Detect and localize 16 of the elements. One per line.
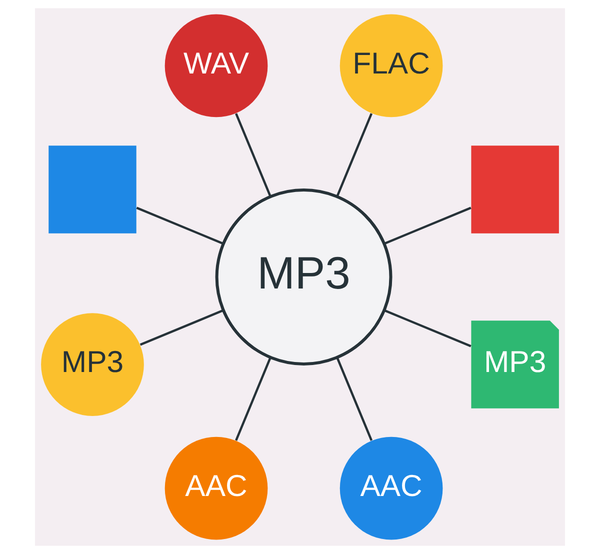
node-box <box>48 146 136 234</box>
node-circle: FLAC <box>340 14 443 118</box>
node-circle: MP3 <box>41 313 144 416</box>
node-box <box>471 146 559 234</box>
connector <box>235 357 272 441</box>
connector <box>136 206 224 245</box>
connector <box>235 113 272 197</box>
connector <box>384 206 472 245</box>
connector <box>336 113 373 197</box>
node-circle: AAC <box>164 436 268 540</box>
node-circle: MP3 <box>215 188 392 366</box>
node-circle: WAV <box>164 14 268 118</box>
connector <box>384 309 472 348</box>
connector <box>140 309 224 346</box>
connector <box>336 357 373 441</box>
node-circle: AAC <box>340 436 443 540</box>
